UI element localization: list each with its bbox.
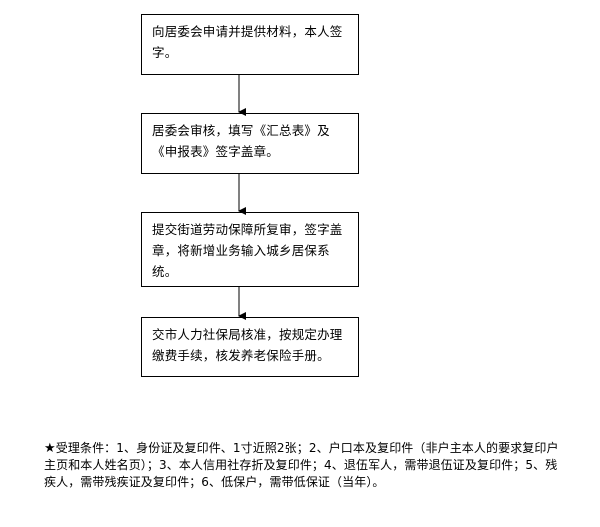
flowchart-step-3: 提交街道劳动保障所复审，签字盖章，将新增业务输入城乡居保系统。 <box>141 212 359 287</box>
flowchart-step-2-text: 居委会审核，填写《汇总表》及《申报表》签字盖章。 <box>152 123 330 159</box>
flowchart-step-1-text: 向居委会申请并提供材料，本人签字。 <box>152 24 343 60</box>
acceptance-conditions-text: 受理条件：1、身份证及复印件、1寸近照2张；2、户口本及复印件（非户主本人的要求… <box>44 441 559 489</box>
acceptance-conditions-note: ★受理条件：1、身份证及复印件、1寸近照2张；2、户口本及复印件（非户主本人的要… <box>44 440 564 491</box>
flowchart-step-2: 居委会审核，填写《汇总表》及《申报表》签字盖章。 <box>141 113 359 174</box>
flowchart-step-3-text: 提交街道劳动保障所复审，签字盖章，将新增业务输入城乡居保系统。 <box>152 222 343 279</box>
flowchart-step-4: 交市人力社保局核准，按规定办理缴费手续，核发养老保险手册。 <box>141 317 359 377</box>
flowchart-step-1: 向居委会申请并提供材料，本人签字。 <box>141 14 359 75</box>
star-icon: ★ <box>44 441 56 456</box>
flowchart-step-4-text: 交市人力社保局核准，按规定办理缴费手续，核发养老保险手册。 <box>152 327 343 363</box>
